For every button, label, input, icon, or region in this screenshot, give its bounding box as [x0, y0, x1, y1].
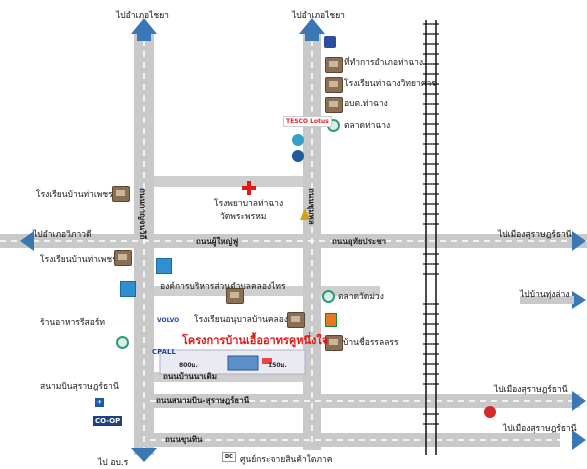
red-cross-icon: [242, 181, 256, 195]
building-icon: [325, 57, 343, 73]
building-icon: [114, 250, 132, 266]
building-icon: [287, 312, 305, 328]
dist-right: 150ม.: [268, 362, 287, 369]
tesco-logo: TESCO Lotus: [283, 116, 332, 127]
blue-logo-icon: [120, 281, 136, 297]
building-icon: [325, 335, 343, 351]
dir-label-top-left: ไปอำเภอไชยา: [116, 11, 169, 21]
poi-distribution: ศูนย์กระจายสินค้าใตภาค: [240, 455, 333, 465]
road-mid-connector: [140, 286, 380, 296]
coop-logo: CO-OP: [93, 416, 123, 426]
road-label-banna: ถนนบ้านนาเดิม: [163, 372, 217, 381]
road-label-kanchanawithi: ถนนกาญจนวิถี: [138, 188, 147, 240]
road-label-sanambin: ถนนสนามบิน-สุราษฎร์ธานี: [156, 396, 250, 405]
circle-logo-icon: [292, 150, 304, 162]
poi-village-home: บ้านชื่อรรลลรร: [343, 338, 399, 348]
poi-school-college: โรงเรียนท่าฉางวิทยาคาร: [344, 79, 436, 89]
dir-label-bottom: ไป อบ.ร: [98, 458, 129, 468]
building-icon: [226, 288, 244, 304]
dir-label-right-3: ไปเมืองสุราษฎร์ธานี: [494, 385, 568, 395]
dir-label-right-4: ไปเมืองสุราษฎร์ธานี: [503, 424, 577, 434]
dir-label-top-right: ไปอำเภอไชยา: [292, 11, 345, 21]
project-name: โครงการบ้านเอื้ออาทรคูหนึ่งใจ: [182, 334, 329, 347]
road-label-phuyai: ถนนผู้ใหญ่ฟู: [196, 237, 239, 246]
poi-school-tha: โรงเรียนบ้านท่าเพชร: [36, 190, 113, 200]
road-banna: [140, 372, 320, 382]
poi-district-office: อบต.ท่าฉาง: [344, 99, 388, 109]
police-icon: [324, 36, 336, 48]
volvo-logo: VOLVO: [157, 317, 180, 324]
distribution-logo: DC: [222, 452, 236, 462]
blue-logo-icon: [156, 258, 172, 274]
poi-market-wat: ตลาดวัดม่วง: [338, 292, 384, 302]
poi-school-tha-2: โรงเรียนบ้านท่าเพชร: [40, 255, 117, 265]
cpall-logo: CPALL: [152, 348, 176, 356]
dir-label-right-2: ไปบ้านทุ่งล่าง: [520, 290, 570, 300]
restaurant-icon: [116, 336, 129, 349]
poi-school-khlong: โรงเรียนอนุบาลบ้านคลองพยูน: [194, 315, 305, 325]
road-label-uthaprachasa: ถนนอุทัยประชา: [332, 237, 387, 246]
poi-hospital: โรงพยาบาลท่าฉาง: [214, 199, 284, 209]
poi-temple: วัดพระพรหม: [220, 212, 267, 222]
temple-icon: [300, 208, 310, 220]
gear-logo-icon: [484, 406, 496, 418]
dist-left: 800ม.: [179, 362, 198, 369]
poi-market: ตลาดท่าฉาง: [344, 121, 391, 131]
building-icon: [325, 77, 343, 93]
building-icon: [325, 97, 343, 113]
seven-eleven-icon: [325, 313, 337, 327]
poi-admin: องค์การบริหารส่วนตำบลคลองไทร: [160, 282, 286, 292]
dir-label-right: ไปเมืองสุราษฎร์ธานี: [498, 230, 572, 240]
market-icon: [322, 290, 335, 303]
poi-restaurant: ร้านอาหารรีสอร์ท: [40, 318, 105, 328]
road-label-khunthin: ถนนขุนทิน: [165, 435, 203, 444]
poi-office: ที่ทำการอำเภอท่าฉาง: [344, 58, 424, 68]
dir-label-left: ไปอำเภอวิภาวดี: [33, 230, 92, 240]
airline-logo: ✈: [95, 398, 105, 407]
railway: [423, 23, 439, 425]
poi-airport: สนามบินสุราษฎร์ธานี: [40, 382, 119, 392]
direction-arrows: [20, 18, 586, 462]
building-icon: [112, 186, 130, 202]
circle-logo-icon: [292, 134, 304, 146]
road-top-connector: [140, 176, 320, 187]
